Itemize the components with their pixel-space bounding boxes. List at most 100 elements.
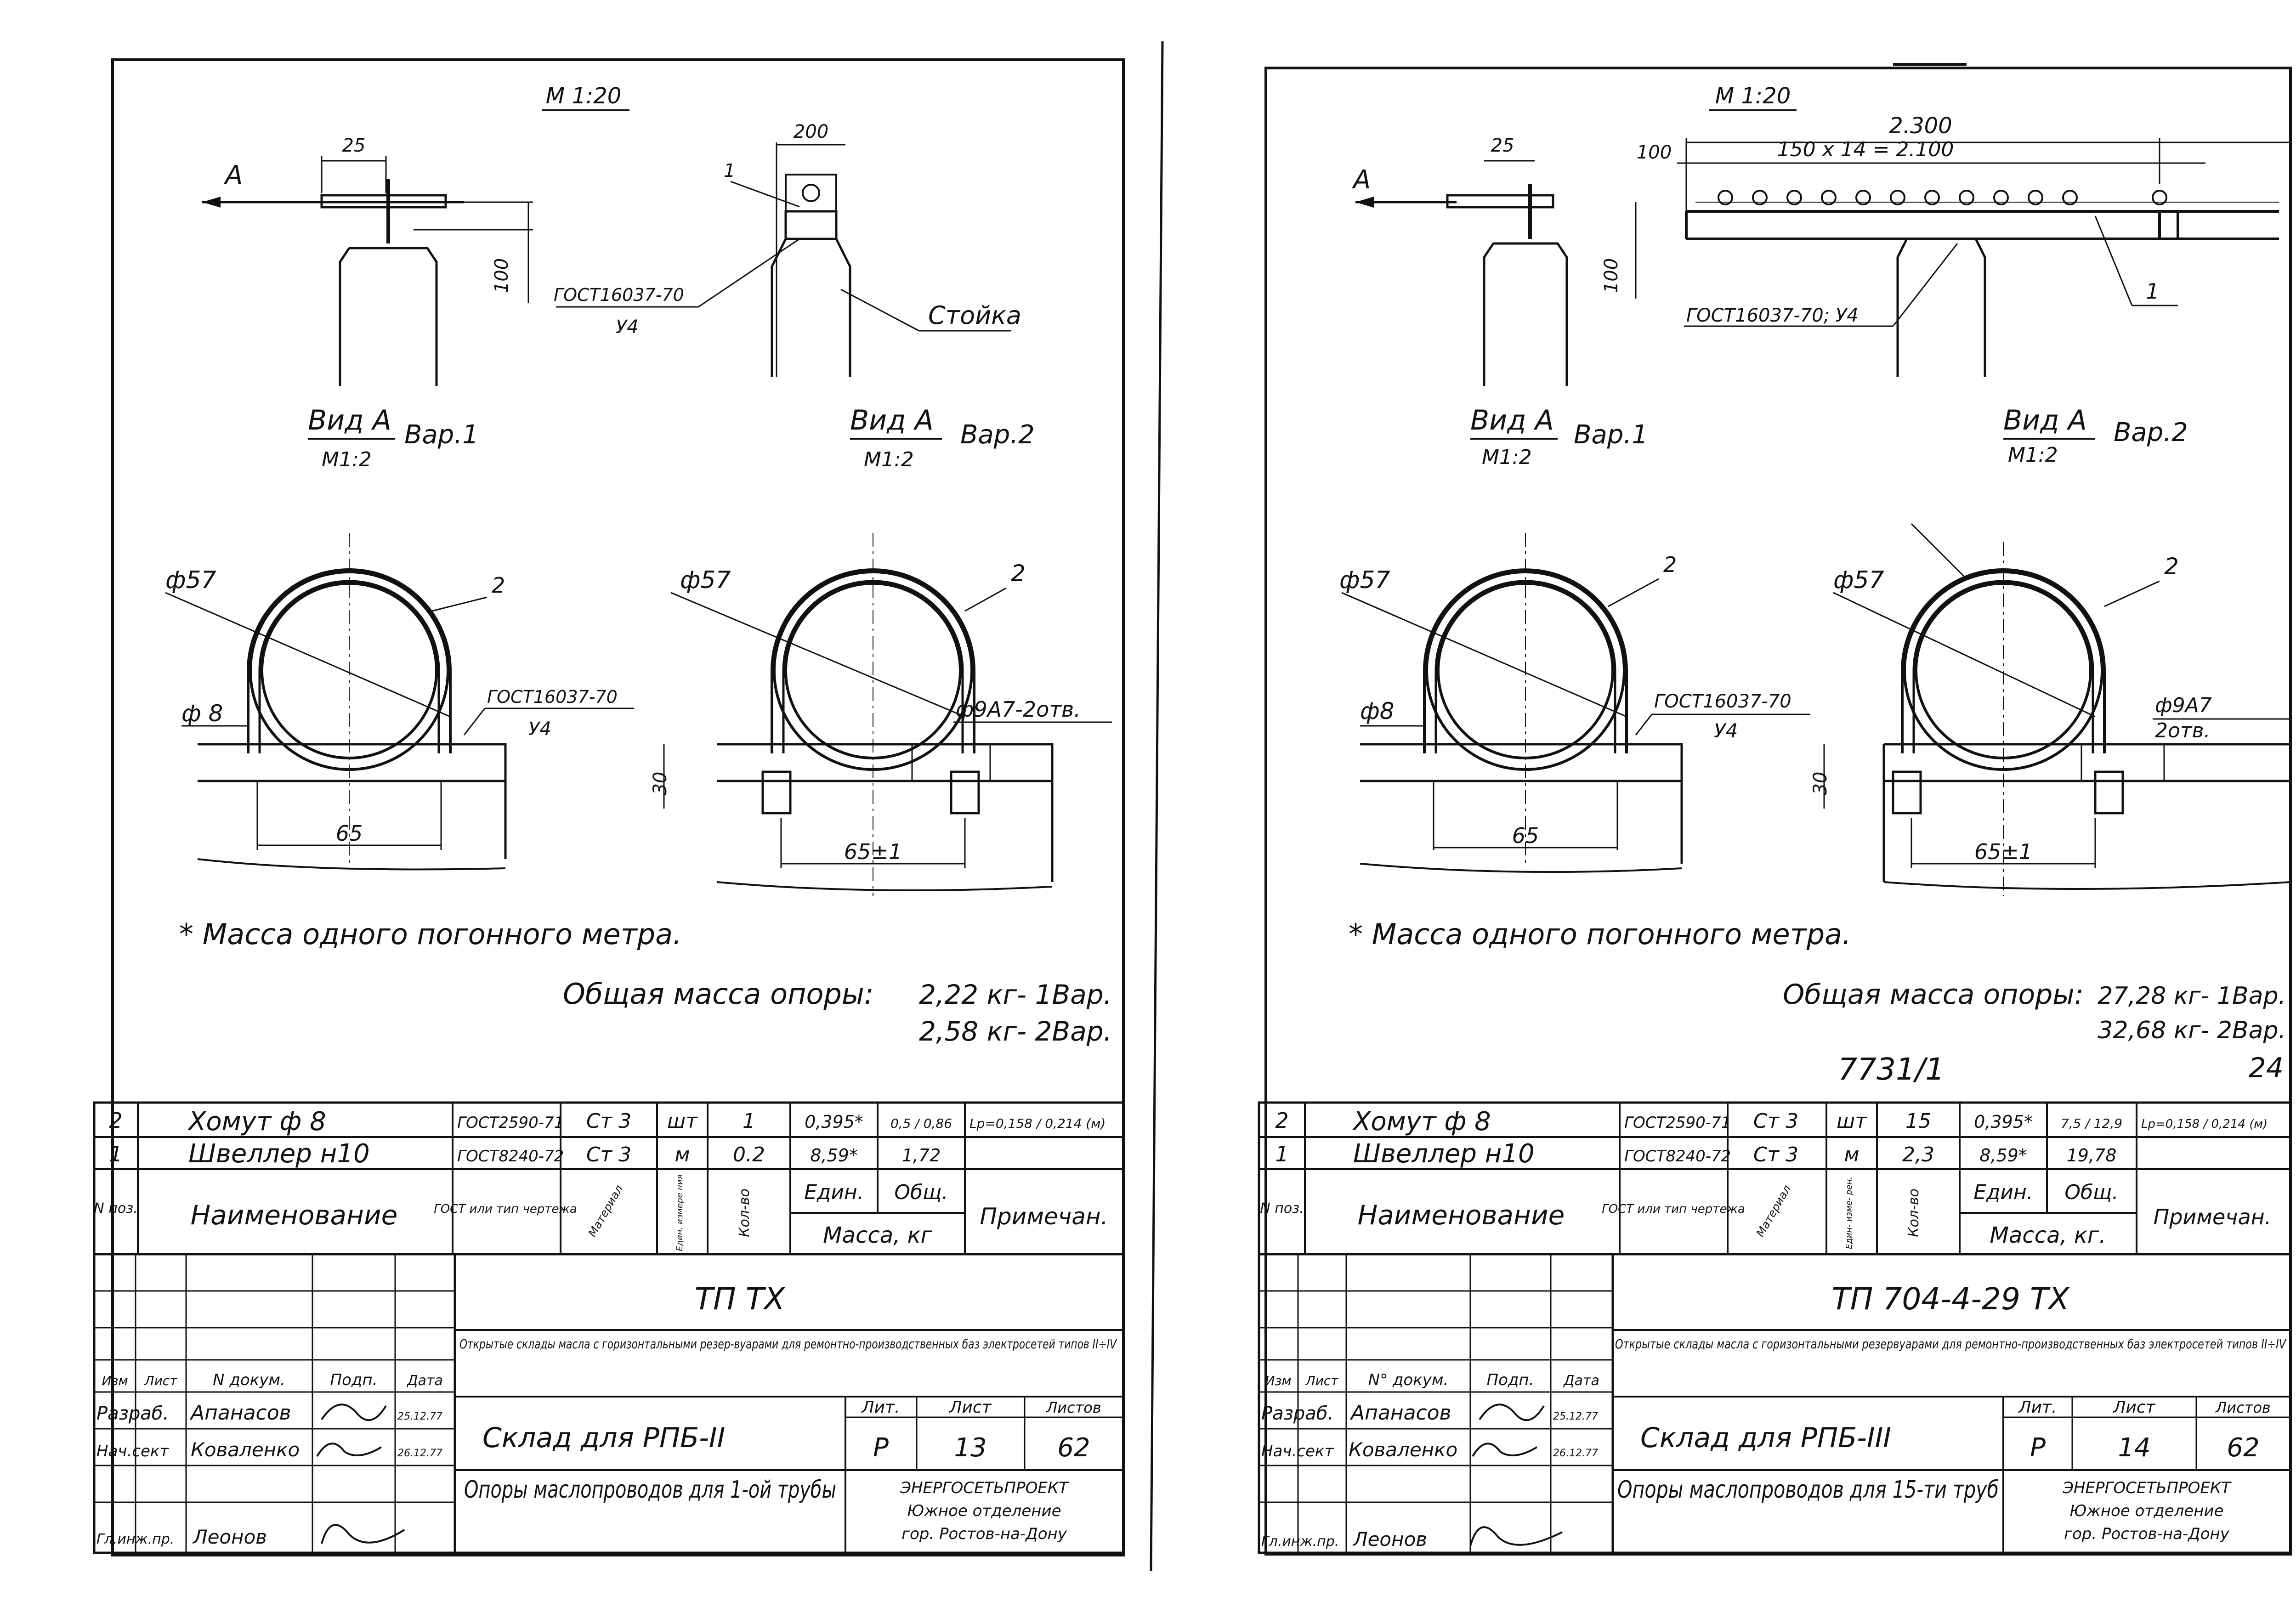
stamp-org-city: гор. Ростов-на-Дону	[901, 1525, 1067, 1543]
phi57-var2: ф57	[680, 566, 731, 594]
left-sheet: М 1:20 A 25 100 200	[93, 58, 1125, 1556]
stamp-lit: Р	[873, 1433, 889, 1463]
phi8-label: ф 8	[181, 700, 223, 727]
left-side-view-var2: 200 1 ГОСТ16037-70 У4 Стойка	[554, 121, 1021, 377]
spec-hdr-mat: Материал	[1754, 1183, 1794, 1239]
spec-row-unit: м	[1844, 1143, 1859, 1166]
signature-developer	[1479, 1403, 1545, 1421]
stamp-title: Склад для РПБ-II	[482, 1422, 725, 1454]
stamp-org-branch: Южное отделение	[907, 1502, 1061, 1520]
stamp-role-chief-engineer: Гл.инж.пр.	[1261, 1533, 1339, 1550]
stamp-col-izm: Изм	[1265, 1373, 1292, 1388]
dim-2300: 2.300	[1889, 113, 1952, 139]
left-clamp-var1: ф57 2 ф 8 ГОСТ16037-70 У4 65	[165, 533, 634, 871]
total-mass-label: Общая масса опоры:	[1783, 979, 2084, 1011]
spec-row-unit-mass: 8,59*	[810, 1145, 858, 1166]
spec-hdr-name: Наименование	[191, 1200, 398, 1231]
right-side-view-var1: A 25 100	[1352, 135, 1637, 386]
pos-1: 1	[2146, 279, 2159, 304]
stamp-sheets-hdr: Листов	[2215, 1399, 2271, 1416]
signature-sector-head	[316, 1443, 382, 1457]
stoyka-label: Стойка	[928, 301, 1021, 330]
stamp-name-chief-engineer: Леонов	[192, 1526, 267, 1548]
stamp-name-developer: Апанасов	[189, 1401, 291, 1425]
dim-30: 30	[1810, 772, 1831, 795]
spec-row-pos: 2	[109, 1108, 122, 1133]
weld-gost: ГОСТ16037-70	[554, 285, 684, 305]
hole-label: ф9А7	[2155, 694, 2212, 717]
stamp-role-developer: Разраб.	[1261, 1403, 1333, 1424]
dim-200: 200	[794, 121, 828, 142]
page-number: 24	[2249, 1052, 2284, 1084]
view1-var: Вар.1	[404, 420, 479, 450]
right-frame	[1264, 67, 2292, 1556]
view1-scale: М1:2	[1482, 446, 1532, 469]
dim-100-b: 100	[1637, 142, 1672, 163]
pos-1: 1	[724, 160, 735, 181]
spec-row-total-mass: 7,5 / 12,9	[2061, 1116, 2122, 1131]
spec-row-gost: ГОСТ2590-71	[1624, 1114, 1731, 1132]
view-arrow-label: A	[1352, 165, 1371, 195]
stamp-title: Склад для РПБ-III	[1640, 1422, 1891, 1454]
left-side-view-var1: A 25 100	[202, 135, 533, 386]
spec-row-total-mass: 0,5 / 0,86	[890, 1116, 952, 1131]
spec-row-gost: ГОСТ2590-71	[457, 1114, 564, 1132]
left-clamp-var2: ф57 2 ф9А7-2отв. 30 65±1	[650, 533, 1112, 896]
spec-row-qty: 0.2	[733, 1143, 765, 1166]
spec-row-mat: Ст 3	[586, 1143, 631, 1166]
spec-hdr-note: Примечан.	[2154, 1205, 2272, 1229]
left-stamp: Изм Лист N докум. Подп. Дата Разраб. Апа…	[93, 1253, 1125, 1554]
weld2-y4: У4	[528, 719, 551, 740]
spec-row-name: Хомут ф 8	[187, 1107, 326, 1137]
spec-row-name: Швеллер н10	[1353, 1139, 1535, 1169]
right-clamp-var2: ф57 2 ф9А7 2отв. 30 65±1	[1810, 523, 2291, 896]
stamp-subtitle: Опоры маслопроводов для 1-ой трубы	[464, 1476, 836, 1504]
stamp-name-sector-head: Коваленко	[1349, 1438, 1457, 1461]
weld2-y4: У4	[1714, 719, 1738, 742]
archive-number: 7731/1	[1838, 1052, 1945, 1087]
signature-developer	[321, 1403, 387, 1421]
stamp-col-izm: Изм	[102, 1373, 128, 1388]
spec-hdr-gost: ГОСТ или тип чертежа	[434, 1202, 577, 1216]
phi8-label: ф8	[1360, 698, 1395, 724]
spec-hdr-mat: Материал	[586, 1183, 626, 1239]
stamp-sheets-hdr: Листов	[1046, 1399, 1101, 1416]
stamp-name-sector-head: Коваленко	[191, 1438, 300, 1461]
right-side-view-var2: 2.300 150 x 14 = 2.100 100 ГОСТ16037-70	[1637, 113, 2290, 377]
spec-row-unit: шт	[1837, 1109, 1867, 1133]
view2-title: Вид А	[2003, 404, 2087, 436]
stamp-sheets: 62	[2227, 1433, 2259, 1463]
spec-row-pos: 1	[1275, 1142, 1288, 1166]
pos-2-var1: 2	[492, 573, 505, 598]
stamp-role-chief-engineer: Гл.инж.пр.	[96, 1531, 174, 1547]
left-scale: М 1:20	[546, 83, 621, 109]
spec-hdr-mass: Масса, кг.	[1990, 1222, 2106, 1248]
stamp-name-chief-engineer: Леонов	[1352, 1528, 1427, 1550]
stamp-col-date: Дата	[406, 1373, 443, 1389]
stamp-col-list: Лист	[1305, 1373, 1339, 1388]
spec-hdr-gost: ГОСТ или тип чертежа	[1602, 1202, 1745, 1216]
view2-var: Вар.2	[960, 420, 1035, 450]
pipe-markers	[1718, 190, 2167, 205]
spec-row-qty: 2,3	[1902, 1143, 1934, 1166]
spec-row-pos: 1	[109, 1142, 122, 1166]
spec-hdr-unit: Един. измере ния	[675, 1174, 685, 1251]
pos-2-var2: 2	[2164, 553, 2179, 580]
spec-row-name: Хомут ф 8	[1352, 1107, 1491, 1137]
weld2-gost: ГОСТ16037-70	[1654, 691, 1791, 712]
phi57-var1: ф57	[165, 566, 216, 594]
spec-hdr-name: Наименование	[1358, 1200, 1565, 1231]
spec-row-pos: 2	[1275, 1108, 1288, 1133]
stamp-col-sign: Подп.	[330, 1371, 378, 1389]
view2-var: Вар.2	[2114, 418, 2188, 447]
dim-65-var1: 65	[336, 821, 363, 846]
spec-hdr-unit-mass: Един.	[1973, 1181, 2033, 1204]
view1-title: Вид А	[308, 404, 391, 436]
stamp-col-doc: N докум.	[213, 1371, 285, 1389]
spec-hdr-total-mass: Общ.	[2064, 1181, 2118, 1204]
view1-scale: М1:2	[322, 448, 372, 471]
dim-100: 100	[491, 258, 512, 293]
page-divider	[1150, 41, 1164, 1572]
dim-100: 100	[1601, 258, 1622, 293]
